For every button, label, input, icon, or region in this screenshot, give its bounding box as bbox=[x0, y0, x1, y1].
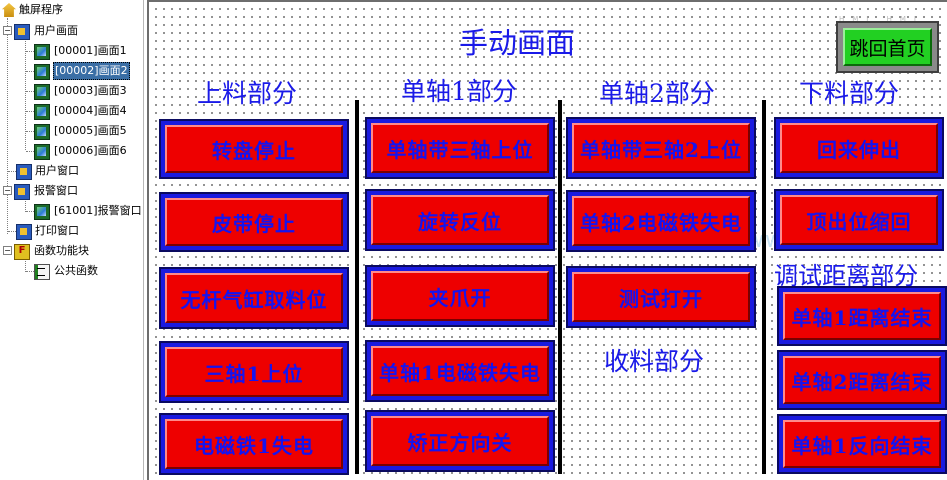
tree-connector bbox=[26, 211, 34, 212]
tree-connector bbox=[8, 171, 16, 172]
button-label: 单轴1反向结束 bbox=[783, 420, 941, 468]
button-label: 单轴1距离结束 bbox=[783, 292, 941, 340]
button-label: 夹爪开 bbox=[371, 271, 549, 321]
tree-connector bbox=[26, 131, 34, 132]
tree-connector bbox=[26, 271, 34, 272]
section-title-loading: 上料部分 bbox=[197, 79, 298, 108]
project-tree: 触屏程序 − 用户画面 [00001]画面1 [00002]画面2 [00003… bbox=[0, 0, 144, 480]
eject-retract-button[interactable]: 顶出位缩回 bbox=[774, 189, 944, 251]
rotate-reverse-button[interactable]: 旋转反位 bbox=[365, 189, 555, 251]
folder-icon bbox=[14, 24, 30, 40]
screen-icon bbox=[34, 204, 50, 220]
collapse-icon[interactable]: − bbox=[3, 186, 12, 195]
button-label: 单轴2距离结束 bbox=[783, 356, 941, 404]
belt-stop-button[interactable]: 皮带停止 bbox=[159, 192, 349, 252]
screen-icon bbox=[34, 124, 50, 140]
section-title-axis2: 单轴2部分 bbox=[599, 79, 715, 108]
button-label: 回来伸出 bbox=[780, 123, 938, 173]
axis2-distance-end-button[interactable]: 单轴2距离结束 bbox=[777, 350, 947, 410]
button-label: 顶出位缩回 bbox=[780, 195, 938, 245]
tree-screen-label: [00001]画面1 bbox=[54, 44, 127, 57]
screen-icon bbox=[34, 144, 50, 160]
button-label: 单轴带三轴上位 bbox=[371, 123, 549, 173]
tree-connector bbox=[26, 151, 34, 152]
screen-icon bbox=[34, 64, 50, 80]
screen-icon bbox=[34, 44, 50, 60]
button-label: 单轴带三轴2上位 bbox=[572, 123, 750, 173]
test-open-button[interactable]: 测试打开 bbox=[566, 266, 756, 328]
axis1-distance-end-button[interactable]: 单轴1距离结束 bbox=[777, 286, 947, 346]
tree-connector bbox=[26, 71, 34, 72]
button-label: 转盘停止 bbox=[165, 125, 343, 173]
tree-screen-label: [00005]画面5 bbox=[54, 124, 127, 137]
screen-icon bbox=[34, 104, 50, 120]
folder-icon bbox=[16, 164, 32, 180]
tree-connector bbox=[25, 258, 26, 272]
axis1-magnet-off-button[interactable]: 单轴1电磁铁失电 bbox=[365, 340, 555, 402]
axis2-magnet-off-button[interactable]: 单轴2电磁铁失电 bbox=[566, 190, 756, 252]
column-separator bbox=[355, 100, 359, 474]
button-label: 无杆气缸取料位 bbox=[165, 273, 343, 323]
tree-connector bbox=[8, 231, 16, 232]
tree-root-label: 触屏程序 bbox=[19, 3, 63, 16]
magnet1-off-button[interactable]: 电磁铁1失电 bbox=[159, 413, 349, 475]
gripper-open-button[interactable]: 夹爪开 bbox=[365, 265, 555, 327]
tree-node-label: 函数功能块 bbox=[34, 244, 89, 257]
screen-title: 手动画面 bbox=[459, 26, 576, 60]
section-title-collecting: 收料部分 bbox=[604, 347, 705, 376]
tree-connector bbox=[25, 198, 26, 212]
home-button-label: 跳回首页 bbox=[843, 28, 932, 66]
button-label: 旋转反位 bbox=[371, 195, 549, 245]
folder-icon bbox=[16, 224, 32, 240]
button-label: 测试打开 bbox=[572, 272, 750, 322]
button-label: 单轴2电磁铁失电 bbox=[572, 196, 750, 246]
tree-screen-label: [00004]画面4 bbox=[54, 104, 127, 117]
tree-node-label: 公共函数 bbox=[54, 264, 98, 277]
button-label: 电磁铁1失电 bbox=[165, 419, 343, 469]
tree-screen-label: [00006]画面6 bbox=[54, 144, 127, 157]
tree-connector bbox=[26, 91, 34, 92]
button-label: 单轴1电磁铁失电 bbox=[371, 346, 549, 396]
screen-canvas[interactable]: HMI HMI HMI www.elecok.com 手动画面 跳回首页 上料部… bbox=[147, 0, 947, 480]
column-separator bbox=[762, 100, 766, 474]
correct-direction-off-button[interactable]: 矫正方向关 bbox=[365, 410, 555, 472]
tree-node-label: 用户画面 bbox=[34, 24, 78, 37]
tree-screen-label: [00002]画面2 bbox=[53, 62, 130, 80]
triaxial1-up-button[interactable]: 三轴1上位 bbox=[159, 341, 349, 403]
collapse-icon[interactable]: − bbox=[3, 26, 12, 35]
axis2-triaxial-up-button[interactable]: 单轴带三轴2上位 bbox=[566, 117, 756, 179]
tree-connector bbox=[25, 38, 26, 150]
return-extend-button[interactable]: 回来伸出 bbox=[774, 117, 944, 179]
section-title-unloading: 下料部分 bbox=[799, 79, 900, 108]
axis1-reverse-end-button[interactable]: 单轴1反向结束 bbox=[777, 414, 947, 474]
home-icon bbox=[2, 3, 16, 17]
axis1-triaxial-up-button[interactable]: 单轴带三轴上位 bbox=[365, 117, 555, 179]
button-label: 矫正方向关 bbox=[371, 416, 549, 466]
section-title-axis1: 单轴1部分 bbox=[401, 77, 517, 106]
function-icon: F bbox=[14, 244, 30, 260]
tree-screen-label: [00003]画面3 bbox=[54, 84, 127, 97]
list-icon bbox=[34, 264, 50, 280]
home-button[interactable]: 跳回首页 bbox=[836, 21, 939, 73]
tree-node-label: 打印窗口 bbox=[35, 224, 79, 237]
tree-connector bbox=[7, 18, 8, 234]
button-label: 三轴1上位 bbox=[165, 347, 343, 397]
tree-connector bbox=[26, 51, 34, 52]
tree-connector bbox=[26, 111, 34, 112]
tree-screen-label: [61001]报警窗口 bbox=[54, 204, 142, 217]
rodless-cylinder-pick-button[interactable]: 无杆气缸取料位 bbox=[159, 267, 349, 329]
turntable-stop-button[interactable]: 转盘停止 bbox=[159, 119, 349, 179]
screen-icon bbox=[34, 84, 50, 100]
section-title-debug-distance: 调试距离部分 bbox=[774, 262, 918, 290]
folder-icon bbox=[14, 184, 30, 200]
tree-node-label: 用户窗口 bbox=[35, 164, 79, 177]
column-separator bbox=[558, 100, 562, 474]
button-label: 皮带停止 bbox=[165, 198, 343, 246]
collapse-icon[interactable]: − bbox=[3, 246, 12, 255]
tree-node-label: 报警窗口 bbox=[34, 184, 78, 197]
